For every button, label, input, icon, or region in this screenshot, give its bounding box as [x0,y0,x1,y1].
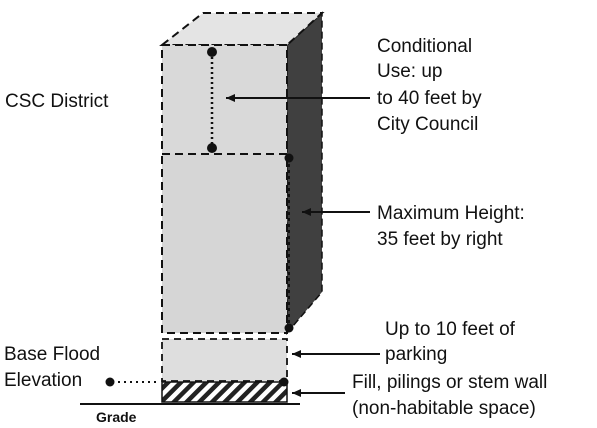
conditional-use-dimension [207,47,217,153]
conditional-use-block [161,44,288,155]
parking-label-line2: parking [385,344,447,365]
max-height-label-line1: Maximum Height: [377,203,525,224]
grade-label: Grade [96,409,137,425]
max-height-dot-bottom [284,323,294,333]
fill-label-line1: Fill, pilings or stem wall [352,372,547,393]
by-right-block [161,153,288,334]
base-flood-label-line1: Base Flood [4,344,100,365]
base-flood-building-dot [279,377,289,387]
parking-level [161,338,288,382]
max-height-dot-top [284,153,294,163]
building [159,11,325,403]
base-flood-dot [105,377,115,387]
base-flood-label-line2: Elevation [4,370,82,391]
parking-label-line1: Up to 10 feet of [385,319,516,340]
dimension-dot-bottom [207,143,217,153]
fill-label-line2: (non-habitable space) [352,398,536,419]
building-side-face [286,11,323,336]
conditional-use-label-line4: City Council [377,114,478,135]
dimension-dot-top [207,47,217,57]
district-label: CSC District [5,91,109,112]
conditional-use-label-line3: to 40 feet by [377,88,482,109]
conditional-use-label-line2: Use: up [377,61,442,82]
conditional-use-label-line1: Conditional [377,36,472,57]
fill-pilings-base [161,381,288,403]
max-height-label-line2: 35 feet by right [377,229,503,250]
base-flood-marker [105,377,289,387]
max-height-dimension [284,153,294,333]
